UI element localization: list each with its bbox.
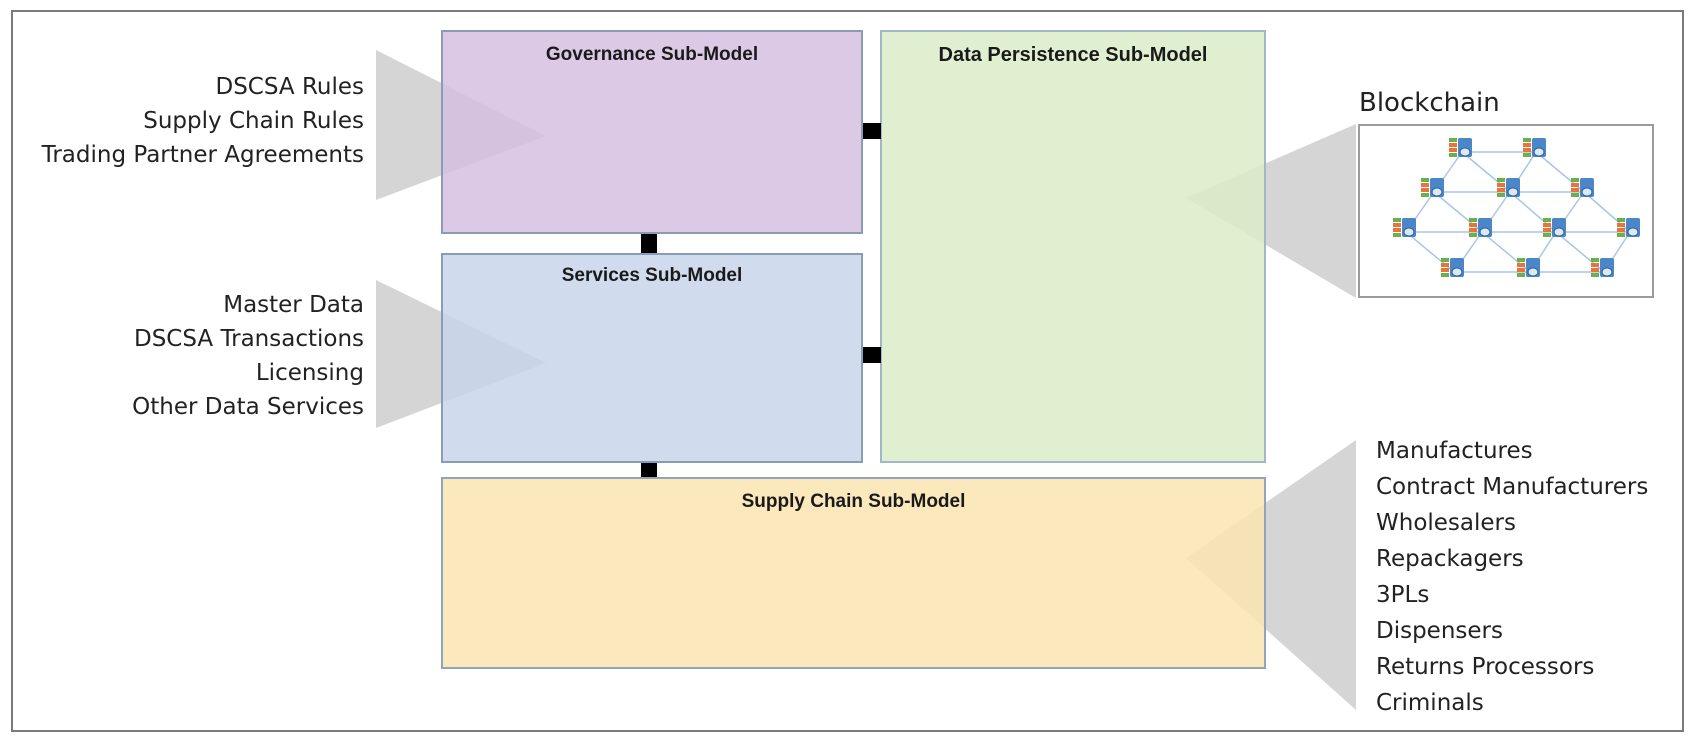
network-node-icon — [1523, 138, 1546, 157]
services-input-item: Licensing — [255, 360, 364, 386]
participant-item: Contract Manufacturers — [1376, 474, 1649, 500]
network-node-icon — [1571, 178, 1594, 197]
participant-item: Criminals — [1376, 690, 1484, 716]
services-datapersistence-connector — [863, 347, 881, 363]
governance-sub-model: Governance Sub-Model — [441, 30, 863, 234]
blockchain-callout — [1186, 124, 1356, 298]
participant-item: 3PLs — [1376, 582, 1430, 608]
governance-input-item: Trading Partner Agreements — [41, 142, 364, 168]
services-input-item: Master Data — [223, 292, 364, 318]
data-persistence-title: Data Persistence Sub-Model — [938, 44, 1208, 66]
network-node-icon — [1591, 258, 1614, 277]
network-node-icon — [1449, 138, 1472, 157]
participant-item: Manufactures — [1376, 438, 1533, 464]
participant-item: Repackagers — [1376, 546, 1524, 572]
blockchain-network-icon — [1393, 138, 1640, 277]
services-supplychain-connector — [641, 463, 657, 477]
services-title: Services Sub-Model — [561, 265, 743, 286]
governance-inputs-list: DSCSA Rules Supply Chain Rules Trading P… — [42, 70, 364, 172]
participant-item: Returns Processors — [1376, 654, 1595, 680]
network-node-icon — [1441, 258, 1464, 277]
participant-item: Dispensers — [1376, 618, 1503, 644]
services-input-item: DSCSA Transactions — [134, 326, 364, 352]
participant-item: Wholesalers — [1376, 510, 1516, 536]
governance-input-item: Supply Chain Rules — [143, 108, 364, 134]
supply-chain-title: Supply Chain Sub-Model — [741, 491, 966, 512]
governance-input-item: DSCSA Rules — [215, 74, 365, 100]
services-inputs-list: Master Data DSCSA Transactions Licensing… — [132, 288, 364, 424]
governance-services-connector — [641, 234, 657, 253]
network-node-icon — [1497, 178, 1520, 197]
network-node-icon — [1543, 218, 1566, 237]
participants-list: Manufactures Contract Manufacturers Whol… — [1376, 433, 1648, 721]
network-node-icon — [1617, 218, 1640, 237]
data-persistence-sub-model: Data Persistence Sub-Model — [880, 30, 1266, 463]
network-node-icon — [1421, 178, 1444, 197]
blockchain-network-box — [1358, 124, 1654, 298]
services-input-item: Other Data Services — [132, 394, 364, 420]
supply-chain-sub-model: Supply Chain Sub-Model — [441, 477, 1266, 669]
blockchain-title: Blockchain — [1359, 88, 1500, 118]
network-node-icon — [1469, 218, 1492, 237]
governance-datapersistence-connector — [863, 123, 881, 139]
network-node-icon — [1517, 258, 1540, 277]
services-sub-model: Services Sub-Model — [441, 253, 863, 463]
participants-callout — [1186, 440, 1356, 710]
network-node-icon — [1393, 218, 1416, 237]
governance-title: Governance Sub-Model — [545, 44, 759, 65]
